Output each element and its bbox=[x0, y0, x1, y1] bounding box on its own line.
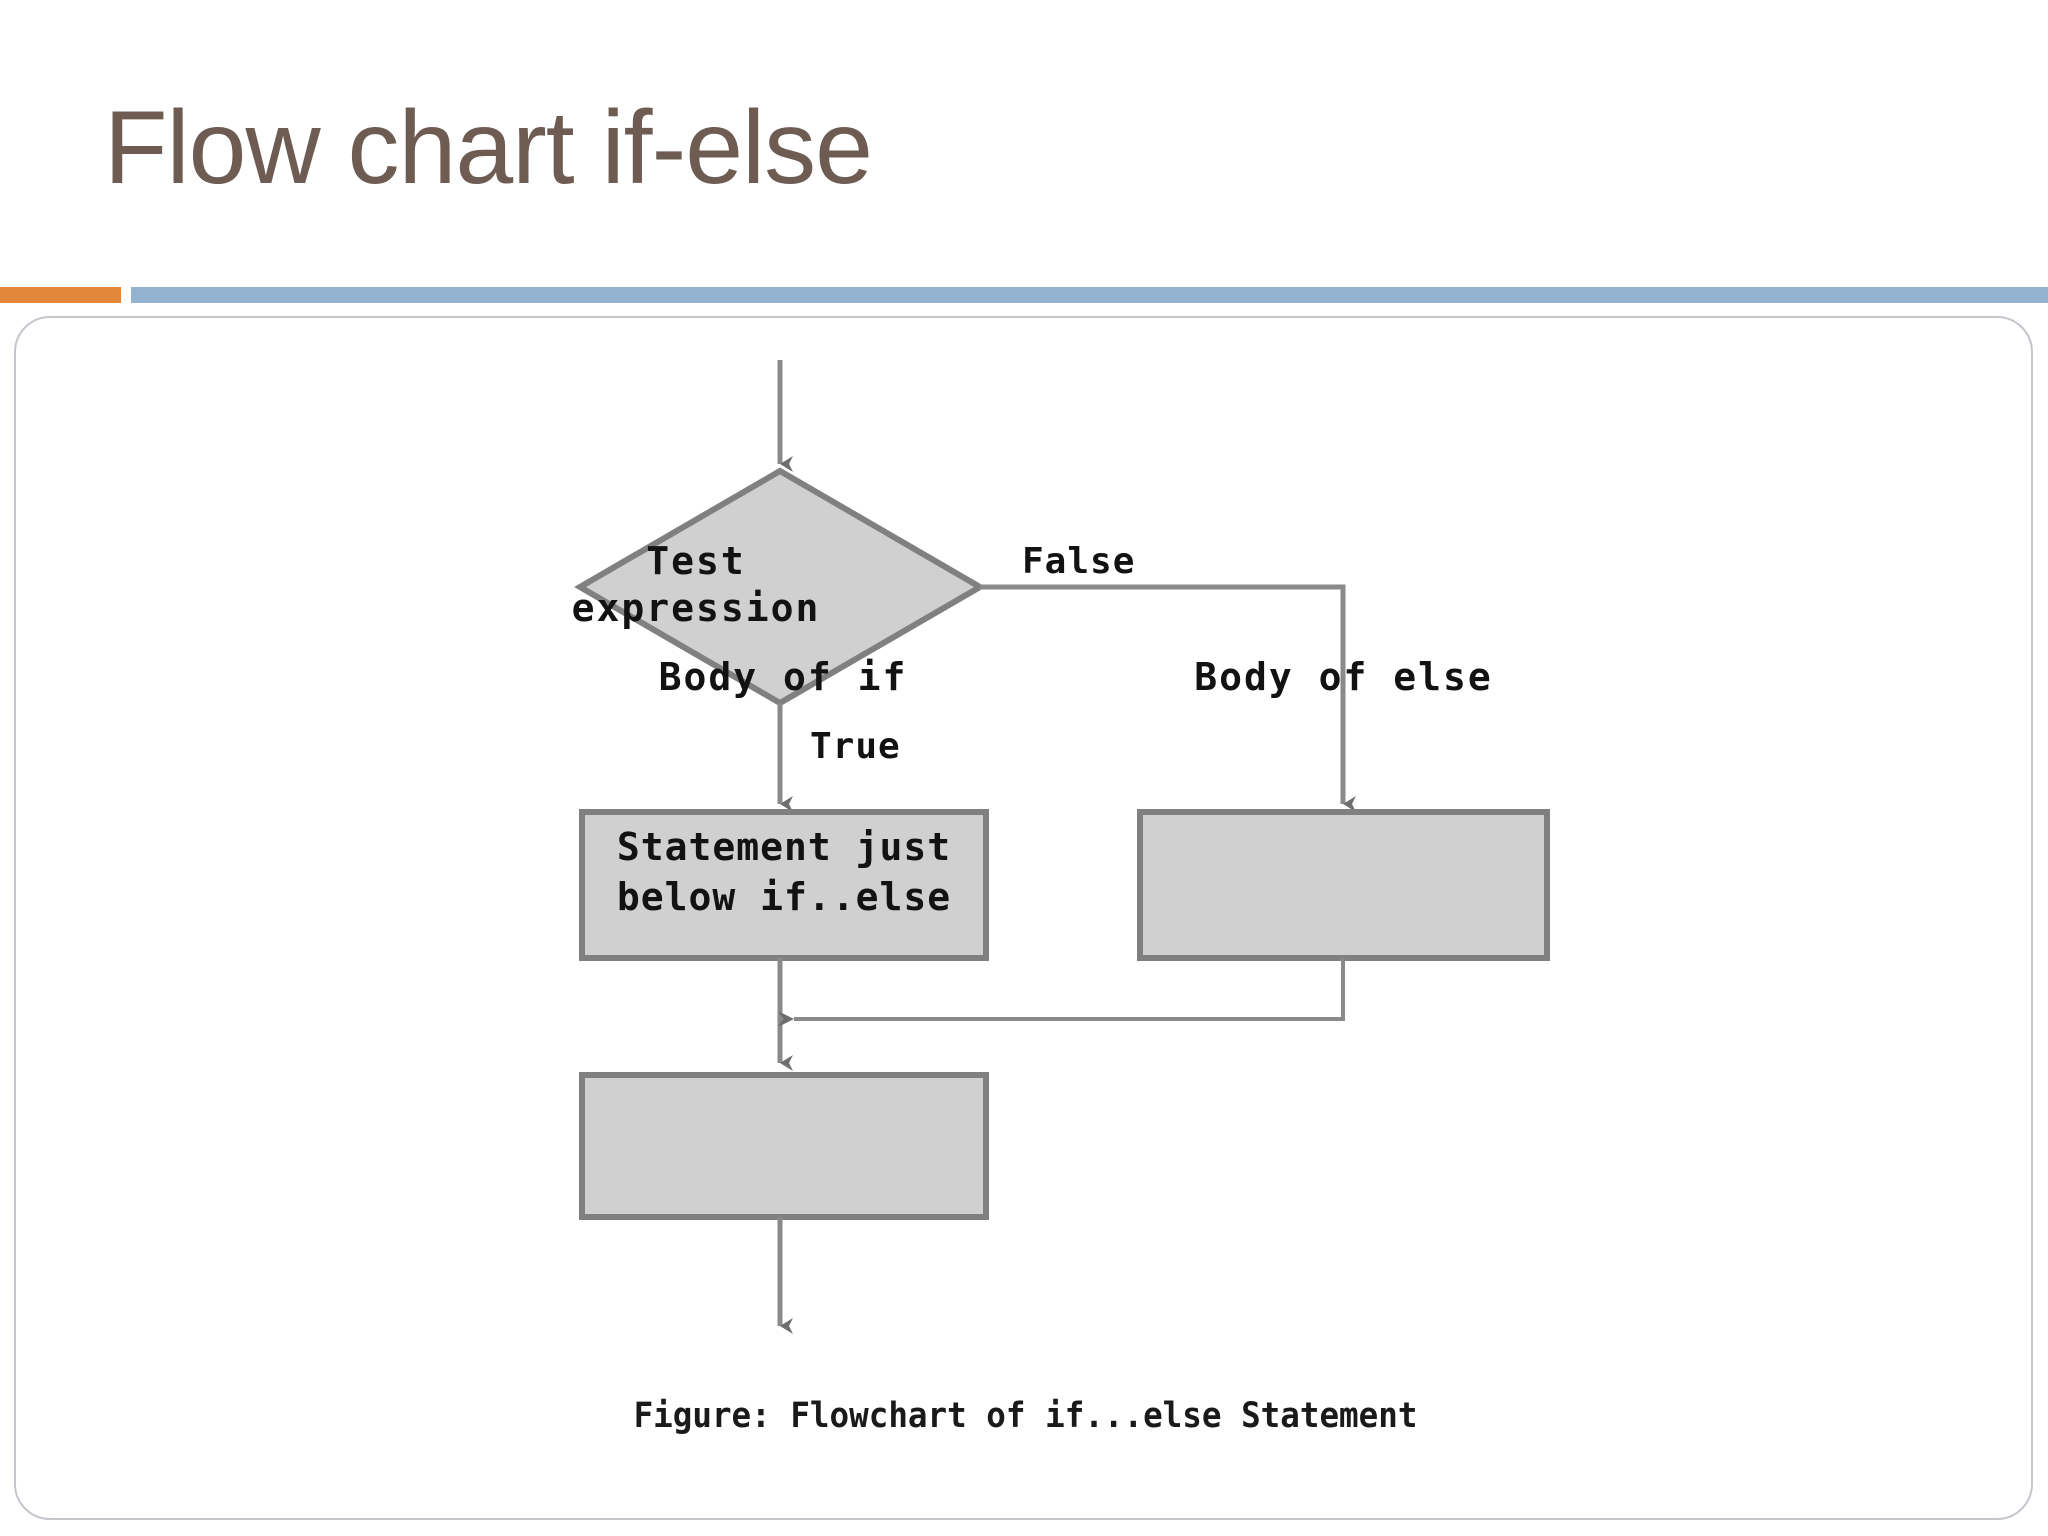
page-title: Flow chart if-else bbox=[104, 90, 873, 206]
accent-bar-orange bbox=[0, 287, 121, 303]
process-node-body-else bbox=[1137, 809, 1550, 961]
process-node-statement bbox=[579, 1072, 989, 1220]
edge-body-else-to-merge bbox=[778, 958, 1345, 1027]
edge-test-to-body-else bbox=[980, 584, 1356, 812]
flowchart-diagram bbox=[574, 360, 1550, 1334]
decision-node-test bbox=[574, 467, 986, 707]
process-node-body-if bbox=[579, 809, 989, 961]
accent-bar-blue bbox=[131, 287, 2048, 303]
